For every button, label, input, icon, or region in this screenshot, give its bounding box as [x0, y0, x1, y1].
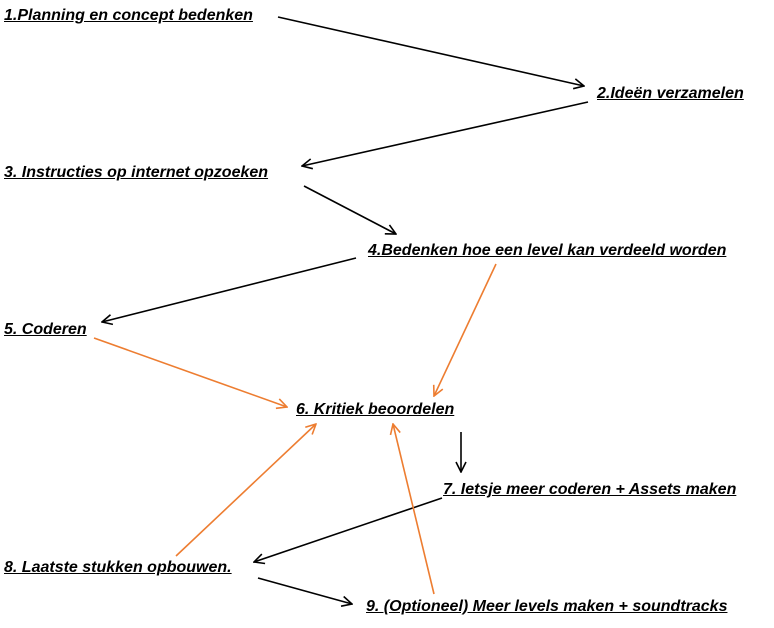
step-3-instructies: 3. Instructies op internet opzoeken	[4, 164, 269, 181]
step-8-laatste-stukken: 8. Laatste stukken opbouwen.	[4, 559, 232, 576]
arrow-4-to-5	[102, 257, 357, 322]
arrow-4-to-6	[434, 263, 497, 396]
step-7-meer-coderen: 7. Ietsje meer coderen + Assets maken	[443, 481, 737, 498]
arrow-3-to-4	[303, 185, 396, 234]
arrow-8-to-9	[257, 577, 352, 604]
arrow-2-to-3	[302, 101, 589, 166]
arrow-7-to-8	[254, 497, 443, 562]
step-6-kritiek: 6. Kritiek beoordelen	[296, 401, 455, 418]
step-4-level-verdelen: 4.Bedenken hoe een level kan verdeeld wo…	[368, 242, 727, 259]
step-1-planning: 1.Planning en concept bedenken	[4, 7, 253, 24]
step-2-ideeen: 2.Ideën verzamelen	[597, 85, 744, 102]
arrow-9-to-6	[393, 424, 435, 595]
step-5-coderen: 5. Coderen	[4, 321, 87, 338]
arrow-5-to-6	[93, 337, 287, 407]
step-9-optioneel: 9. (Optioneel) Meer levels maken + sound…	[366, 598, 728, 615]
arrow-1-to-2	[277, 16, 584, 86]
arrow-8-to-6	[175, 424, 316, 557]
